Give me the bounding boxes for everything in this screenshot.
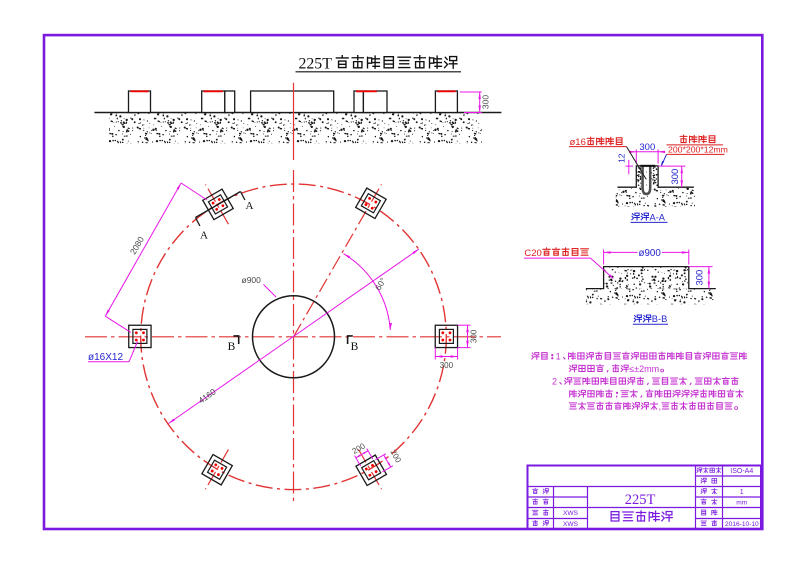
svg-text:ø900: ø900 [242,275,262,285]
svg-text:A: A [200,230,208,242]
svg-text:A-A: A-A [650,212,666,222]
svg-text:12: 12 [616,153,626,163]
svg-text:300: 300 [470,329,479,343]
svg-text:225T: 225T [625,492,656,508]
svg-text:,: , [659,402,662,412]
svg-text:≤±2mm: ≤±2mm [629,364,659,374]
svg-text:2080: 2080 [128,235,146,257]
svg-text:ø16X12: ø16X12 [88,352,123,363]
svg-text:225T: 225T [299,56,333,73]
svg-text:2016-10-10: 2016-10-10 [725,521,759,528]
svg-text:XWS: XWS [563,510,579,517]
svg-text:B: B [228,341,236,353]
svg-text:B-B: B-B [652,314,668,324]
svg-text:200: 200 [388,448,403,465]
svg-text:1: 1 [740,489,744,496]
svg-text:4160: 4160 [196,386,217,405]
svg-text:B: B [351,341,359,353]
svg-text:300: 300 [440,361,454,370]
svg-text:300: 300 [639,142,655,153]
svg-text:ISO-A4: ISO-A4 [730,468,753,475]
svg-text:300: 300 [694,270,705,286]
svg-text:mm: mm [736,499,747,506]
svg-text:ø900: ø900 [639,248,662,259]
svg-text:300: 300 [670,169,681,185]
svg-text:60°: 60° [373,276,388,292]
svg-text:300: 300 [480,95,490,109]
svg-text:A: A [246,200,254,212]
svg-text:200*200*12mm: 200*200*12mm [668,145,728,155]
svg-text:C20: C20 [524,248,541,259]
svg-text:2: 2 [552,377,557,387]
svg-text:1: 1 [556,352,561,362]
svg-text:ø16: ø16 [570,137,586,148]
svg-text:XWS: XWS [563,521,579,528]
